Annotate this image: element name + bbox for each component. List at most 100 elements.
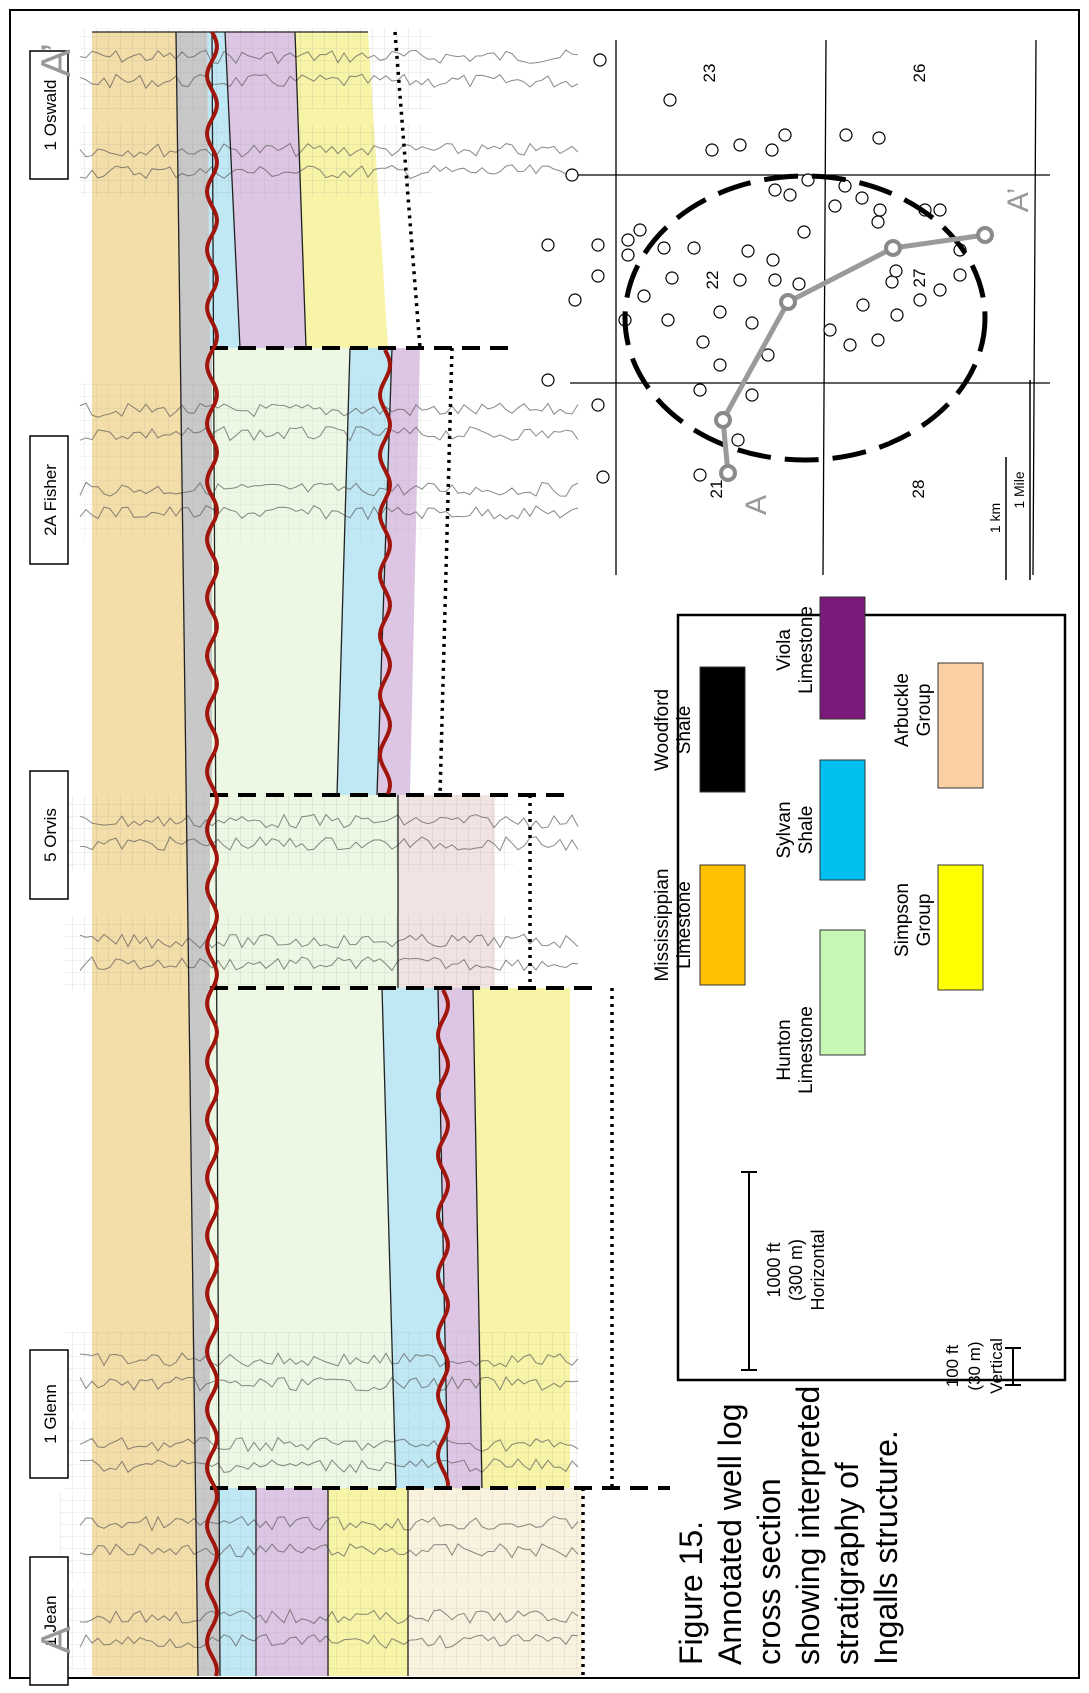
well-label-0: 1 Jean [30,1557,68,1685]
section-26: 26 [910,64,929,83]
well-dot [746,317,758,329]
log-strip-fisher-b [80,462,432,540]
scale-text: Horizontal [808,1229,828,1310]
legend-swatch [938,865,983,990]
well-dot [694,384,706,396]
scale-text: (300 m) [786,1239,806,1301]
well-dot [779,129,791,141]
well-dot [824,324,836,336]
legend-unit-label: Group [914,684,935,737]
map-well-glenn [716,413,730,427]
well-dot [694,469,706,481]
section-22: 22 [703,271,722,290]
well-dot [798,226,810,238]
well-dot [934,284,946,296]
log-strip-orvis-a [64,795,514,870]
legend-unit-label: Sylvan [774,801,795,858]
legend-unit-label: Woodford [652,689,673,771]
well-label-text: 2A Fisher [41,464,60,536]
caption-line: Figure 15. [673,1521,709,1665]
well-label-1: 1 Glenn [30,1350,68,1478]
map-well-jean [721,466,735,480]
well-dot [592,270,604,282]
endpoint-a-end: A’ [32,43,79,77]
log-strip-glenn-a [64,1332,579,1412]
legend-swatch [700,667,745,792]
well-dot [793,278,805,290]
simpson-layer-glenn [473,988,570,1488]
legend-unit-label: Group [914,894,935,947]
scale-text: 100 ft [943,1344,962,1387]
well-dot [662,314,674,326]
legend-unit-label: Limestone [796,1006,817,1094]
well-label-text: 5 Orvis [41,808,60,862]
hunton-layer-glenn [210,988,396,1488]
well-dot [697,336,709,348]
map-well-oswald [978,228,992,242]
well-dot [954,269,966,281]
well-label-text: 1 Oswald [41,80,60,151]
well-dot [857,299,869,311]
well-dot [873,132,885,144]
well-dot [872,216,884,228]
well-dot [592,399,604,411]
map-well-orvis [781,295,795,309]
legend-swatch [820,760,865,880]
endpoint-a-start: A [32,1626,79,1654]
legend-swatch [820,597,865,719]
km-scale-label: 1 km [987,503,1003,533]
well-dot [874,204,886,216]
well-dot [746,389,758,401]
well-dot [734,274,746,286]
legend-unit-label: Shale [674,706,695,755]
well-dot [732,434,744,446]
legend-unit-label: Arbuckle [892,673,913,747]
well-label-text: 1 Glenn [41,1384,60,1444]
well-dot [872,334,884,346]
well-dot [766,144,778,156]
well-dot [767,254,779,266]
well-dot [914,294,926,306]
well-dot [664,94,676,106]
log-strip-jean-b [60,1588,580,1670]
log-strip-oswald-a [80,28,432,110]
well-dot [714,359,726,371]
legend-unit-label: Limestone [674,881,695,969]
scale-text: (30 m) [965,1341,984,1390]
section-28: 28 [909,480,928,499]
legend-swatch [820,930,865,1055]
well-dot [592,239,604,251]
well-dot [844,339,856,351]
caption-line: Annotated well log [712,1403,748,1665]
well-dot [734,139,746,151]
well-dot [769,274,781,286]
well-label-3: 2A Fisher [30,436,68,564]
well-dot [742,245,754,257]
well-dot [886,276,898,288]
well-dot [666,272,678,284]
caption-line: cross section [751,1478,787,1665]
legend-unit-label: Viola [774,629,795,671]
vertical-scale-label: 100 ft(30 m)Vertical [943,1338,1006,1394]
legend-unit-label: Hunton [774,1019,795,1080]
well-dot [566,169,578,181]
well-dot [784,189,796,201]
well-dot [890,265,902,277]
well-dot [569,294,581,306]
well-dot [688,242,700,254]
caption-line: stratigraphy of [829,1462,865,1665]
map-well-fisher [886,241,900,255]
well-dot [594,54,606,66]
legend-unit-label: Shale [796,806,817,855]
well-dot [856,192,868,204]
log-strip-oswald-b [80,125,432,197]
well-dot [829,200,841,212]
well-dot [658,242,670,254]
legend-unit-label: Limestone [796,606,817,694]
log-strip-glenn-b [64,1420,579,1490]
section-23: 23 [700,64,719,83]
map-label-a: A [740,495,773,515]
